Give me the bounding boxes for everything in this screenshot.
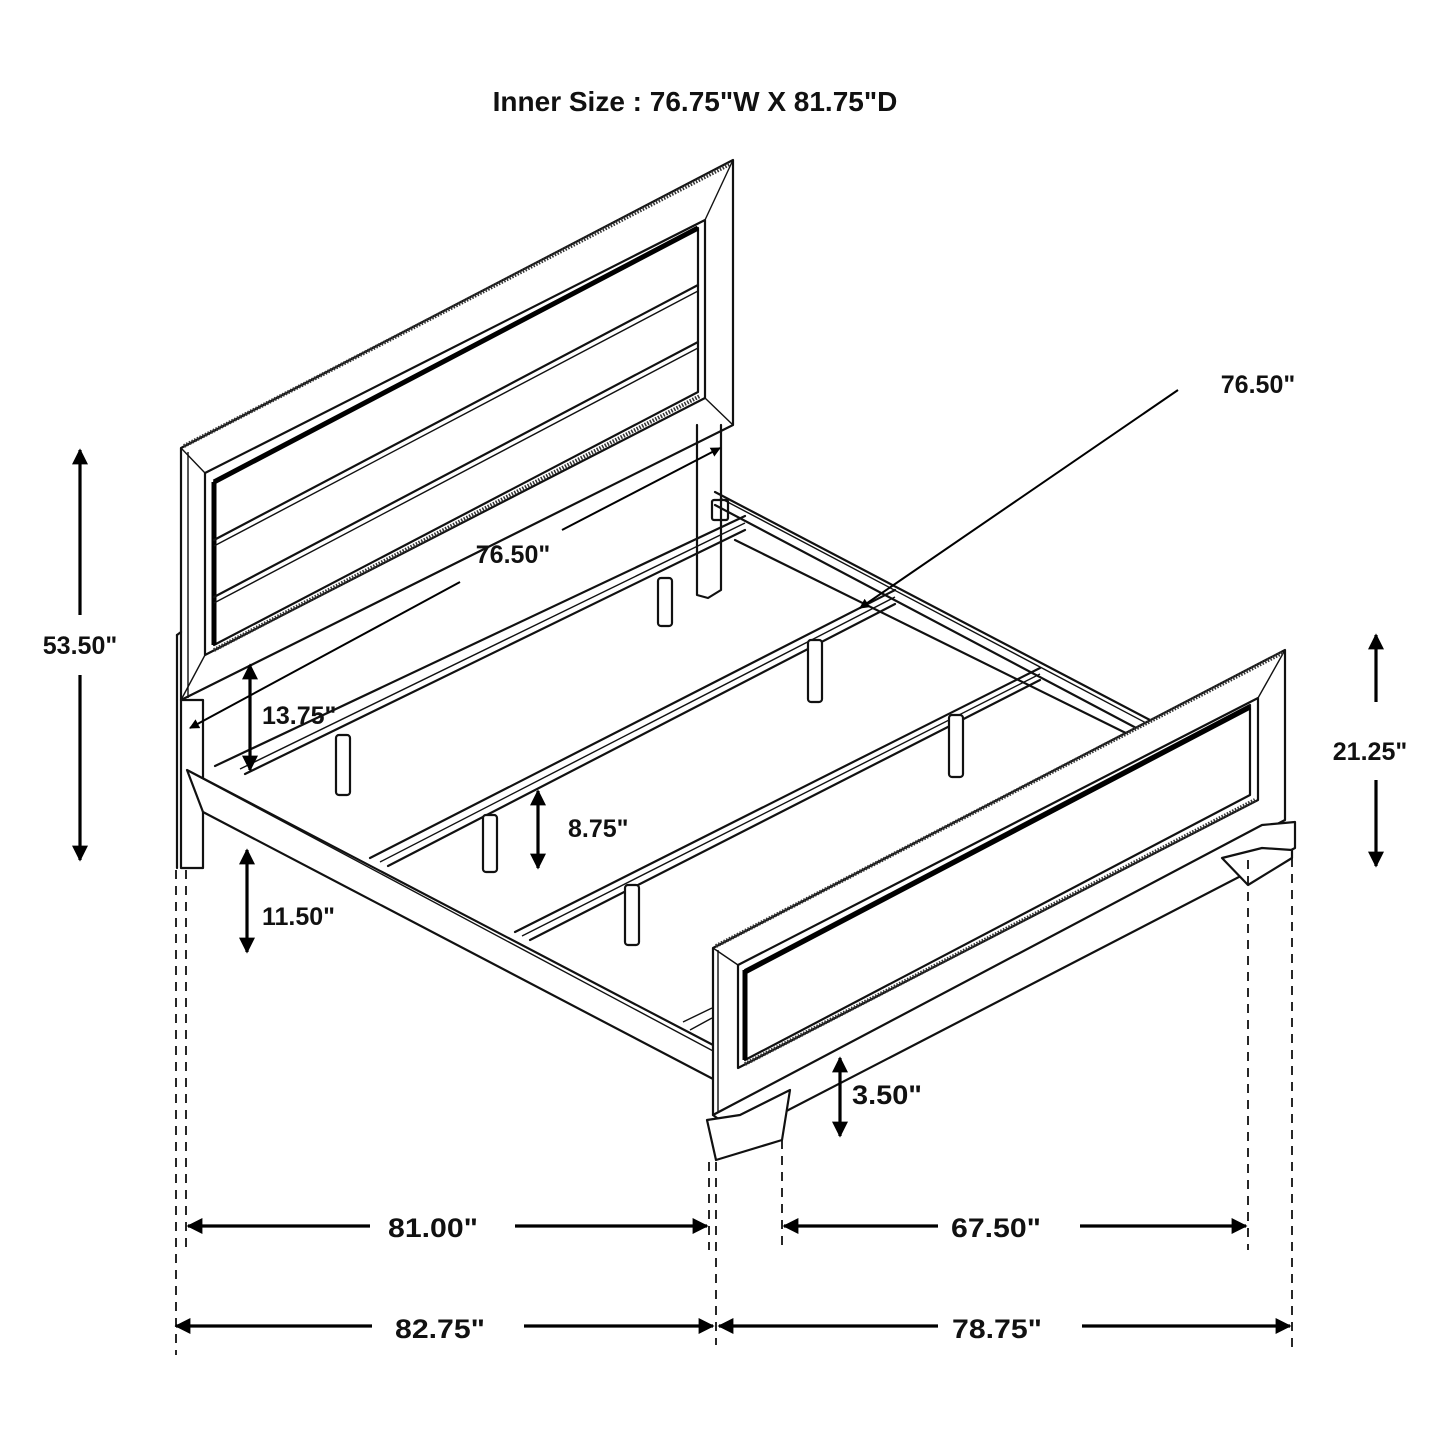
dimension-overall-length: 82.75"	[174, 1314, 715, 1344]
label-82-75: 82.75"	[395, 1314, 485, 1344]
label-76-50-slat: 76.50"	[1221, 371, 1295, 399]
label-81-00: 81.00"	[388, 1213, 478, 1243]
dimension-slat-length: 76.50"	[859, 371, 1295, 609]
dimension-footboard-leg-span: 67.50"	[782, 1213, 1248, 1243]
dimension-overall-width: 78.75"	[717, 1314, 1292, 1344]
label-21-25: 21.25"	[1333, 738, 1407, 766]
dimension-side-rail-clearance: 11.50"	[239, 848, 335, 954]
footboard	[705, 648, 1297, 1162]
extension-lines	[175, 858, 1293, 1355]
inner-size-title: Inner Size : 76.75"W X 81.75"D	[493, 86, 898, 117]
dimension-headboard-width: 76.50"	[189, 447, 721, 729]
dimension-headboard-clearance: 13.75"	[242, 663, 336, 772]
label-53-50: 53.50"	[43, 632, 117, 660]
label-67-50: 67.50"	[951, 1213, 1041, 1243]
bed-frame-rails	[185, 490, 1152, 1082]
label-76-50-headboard: 76.50"	[476, 541, 550, 569]
dimension-inner-rail-length: 81.00"	[186, 1213, 709, 1243]
dimension-headboard-height: 53.50"	[43, 448, 117, 862]
label-13-75: 13.75"	[262, 702, 336, 730]
label-11-50: 11.50"	[262, 903, 335, 931]
dimension-footboard-leg-clearance: 3.50"	[832, 1056, 922, 1138]
dimension-footboard-height: 21.25"	[1333, 633, 1407, 868]
label-8-75: 8.75"	[568, 815, 629, 843]
label-78-75: 78.75"	[952, 1314, 1042, 1344]
dimension-support-leg-height: 8.75"	[530, 789, 629, 870]
headboard	[175, 158, 735, 870]
label-3-50: 3.50"	[852, 1080, 922, 1110]
